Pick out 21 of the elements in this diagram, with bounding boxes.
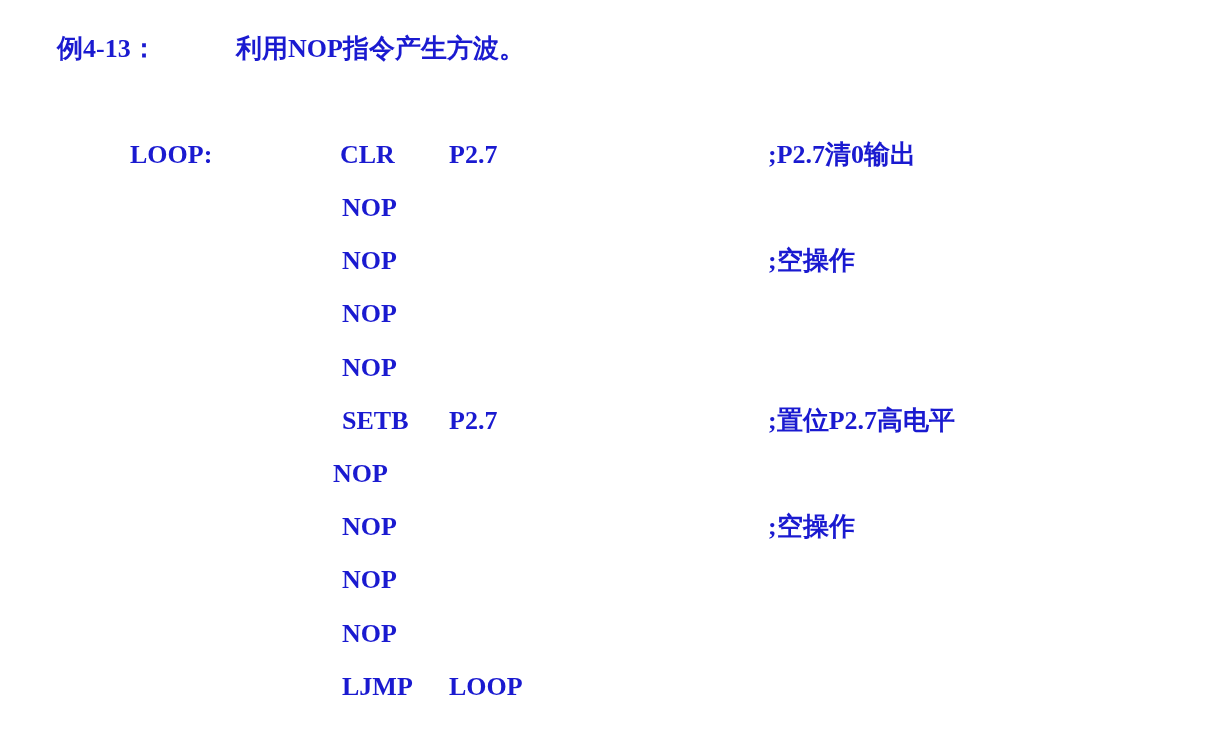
code-comment: ;P2.7清0输出 xyxy=(768,139,917,171)
code-instruction: SETB xyxy=(342,405,409,437)
code-comment: ;置位P2.7高电平 xyxy=(768,405,956,437)
code-instruction: NOP xyxy=(342,352,397,384)
code-label: LOOP: xyxy=(130,139,213,171)
code-operand: P2.7 xyxy=(449,405,498,437)
code-operand: P2.7 xyxy=(449,139,498,171)
code-instruction: NOP xyxy=(333,458,388,490)
code-instruction: NOP xyxy=(342,192,397,224)
code-comment: ;空操作 xyxy=(768,511,855,543)
code-operand: LOOP xyxy=(449,671,523,703)
code-instruction: NOP xyxy=(342,245,397,277)
code-instruction: CLR xyxy=(340,139,395,171)
code-instruction: NOP xyxy=(342,511,397,543)
slide-title: 例4-13： xyxy=(57,33,157,65)
code-instruction: LJMP xyxy=(342,671,413,703)
code-comment: ;空操作 xyxy=(768,245,855,277)
code-instruction: NOP xyxy=(342,618,397,650)
title-text: 利用NOP指令产生方波。 xyxy=(236,33,525,65)
code-instruction: NOP xyxy=(342,298,397,330)
code-instruction: NOP xyxy=(342,564,397,596)
